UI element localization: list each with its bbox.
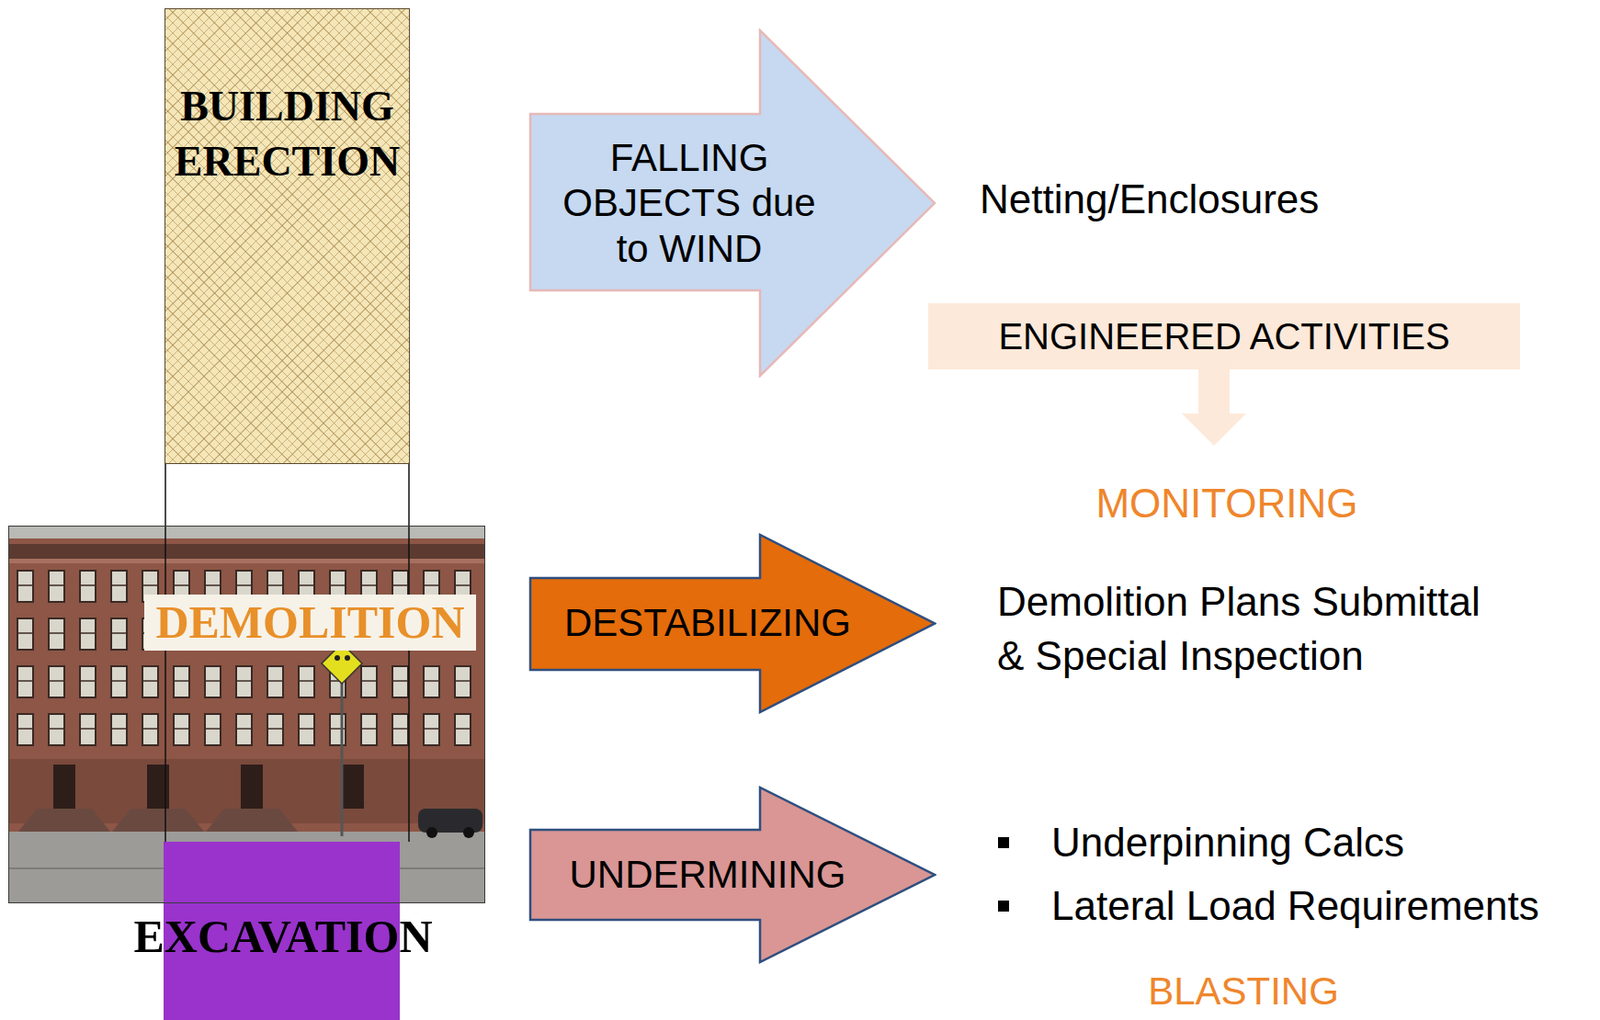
control-note: Netting/Enclosures <box>979 175 1319 225</box>
photo-cornice <box>8 544 486 559</box>
arrow-outline <box>530 30 935 376</box>
photo-stoop <box>205 808 298 832</box>
bullet-item: Lateral Load Requirements <box>1051 882 1540 931</box>
photo-door <box>240 764 263 809</box>
photo-car-wheel <box>463 827 475 839</box>
node-label: EXCAVATION <box>133 910 432 965</box>
down-arrow <box>1181 369 1247 446</box>
photo-windows <box>8 566 486 758</box>
bullet-item: Underpinning Calcs <box>1051 818 1405 868</box>
guide-line <box>164 464 167 842</box>
photo-stoop <box>18 808 111 832</box>
node-label: UNDERMINING <box>569 852 847 897</box>
guide-line <box>408 464 410 842</box>
excavation-area: EXCAVATION <box>105 841 465 1016</box>
node-label: DESTABILIZING <box>564 601 852 646</box>
node-label: FALLING OBJECTS due to WIND <box>551 135 828 273</box>
blasting-label: BLASTING <box>1147 968 1340 1015</box>
photo-door <box>53 764 76 809</box>
node-label: ENGINEERED ACTIVITIES <box>998 314 1450 359</box>
undermining-arrow: UNDERMINING <box>528 785 937 965</box>
monitoring-label: MONITORING <box>1095 479 1358 529</box>
building-erection-box: BUILDING ERECTION <box>164 8 410 465</box>
photo-cornice-trim <box>8 558 486 564</box>
photo-door <box>341 764 364 809</box>
control-note: Demolition Plans Submittal & Special Ins… <box>997 575 1512 684</box>
bullet-marker <box>998 900 1010 912</box>
arrow-outline <box>530 787 935 963</box>
demolition-photo-frame: DEMOLITION <box>8 525 486 904</box>
bullet-marker <box>998 837 1010 849</box>
photo-facade <box>8 538 486 833</box>
photo-sign-figure <box>344 655 351 661</box>
photo-car-wheel <box>426 827 438 839</box>
destabilizing-arrow: DESTABILIZING <box>528 533 937 715</box>
photo-sign-pole <box>340 675 344 837</box>
node-label: BUILDING ERECTION <box>171 79 403 190</box>
node-label: DEMOLITION <box>144 594 476 652</box>
engineered-activities-box: ENGINEERED ACTIVITIES <box>928 303 1521 370</box>
arrow-outline <box>530 534 935 713</box>
photo-stoop <box>112 808 205 832</box>
photo-sign-figure <box>334 655 341 661</box>
falling-objects-arrow: FALLING OBJECTS due to WIND <box>528 28 937 378</box>
